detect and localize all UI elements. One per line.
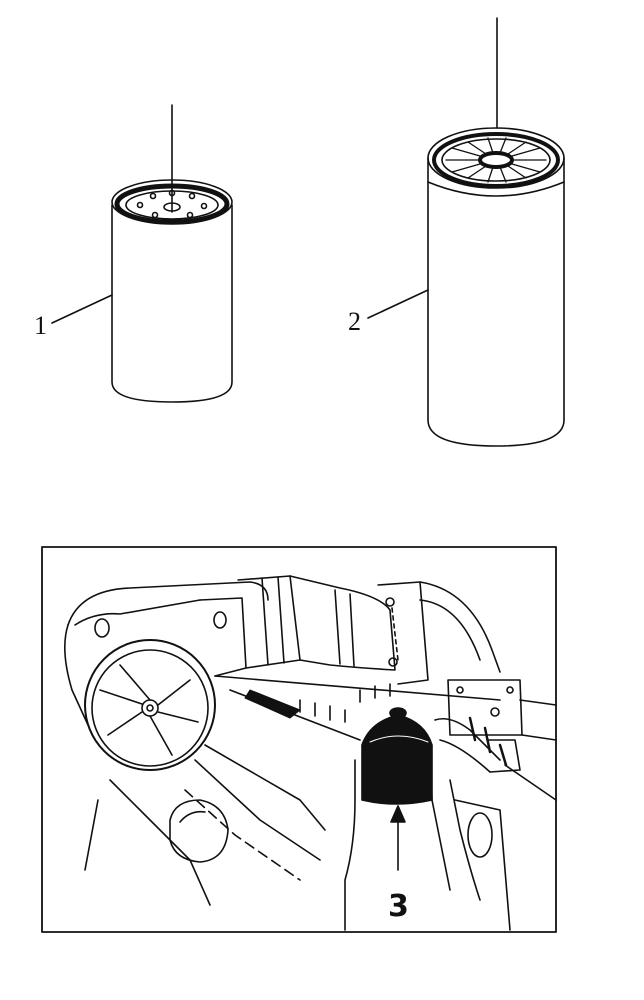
large-filter <box>427 17 565 447</box>
callout-3-leader <box>390 805 406 871</box>
callout-2-leader <box>367 289 429 319</box>
small-filter <box>111 104 233 403</box>
callout-1-label: 1 <box>34 311 47 340</box>
engine-illustration <box>64 575 557 931</box>
callout-3-label: 3 <box>388 889 409 924</box>
callout-2-label: 2 <box>348 307 361 336</box>
callout-1-leader <box>51 294 113 324</box>
filter-element-dark <box>361 714 433 805</box>
